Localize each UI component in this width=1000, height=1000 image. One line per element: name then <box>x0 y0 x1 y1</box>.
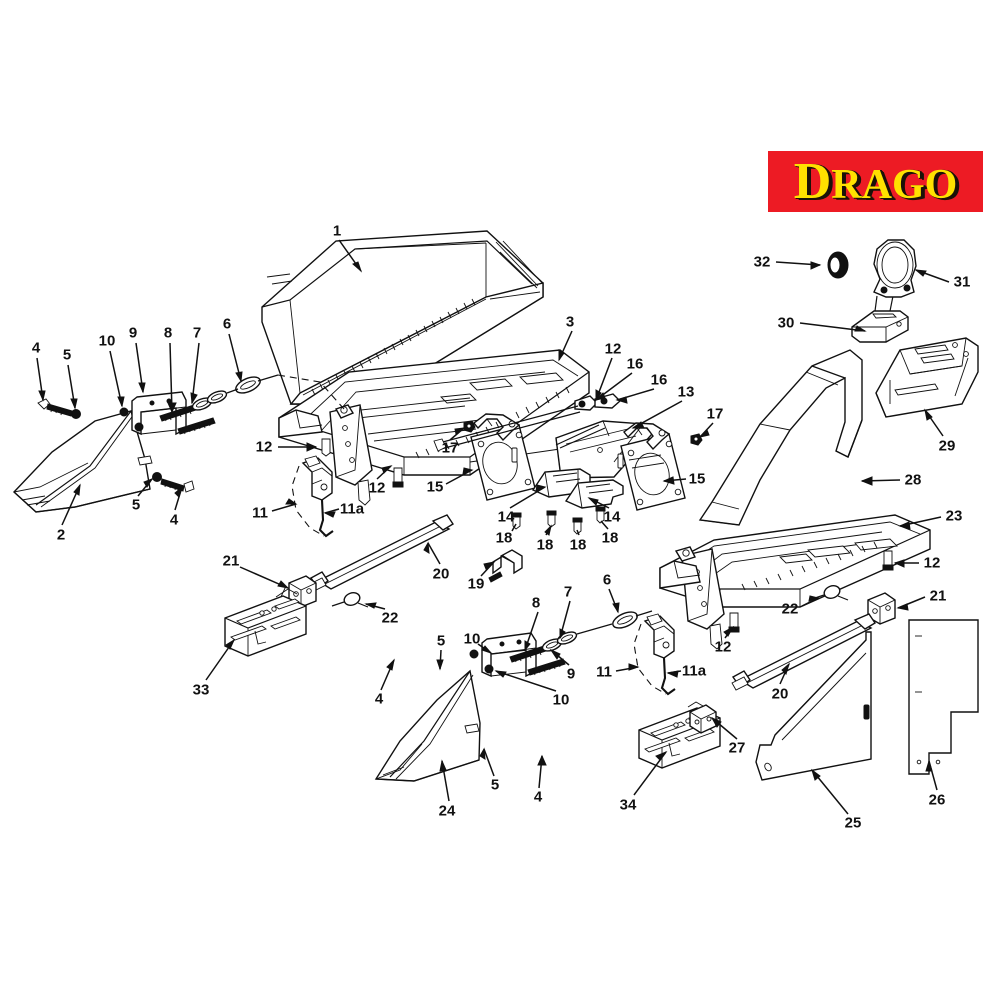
callout-17: 17 <box>441 439 459 457</box>
callout-27: 27 <box>728 739 746 757</box>
part-left-snout-cone <box>12 410 153 513</box>
callout-3: 3 <box>565 313 575 331</box>
callout-19: 19 <box>467 575 485 593</box>
callout-6: 6 <box>602 571 612 589</box>
callout-12: 12 <box>604 340 622 358</box>
part-bearing-insert <box>827 251 849 279</box>
callout-29: 29 <box>938 437 956 455</box>
callout-12: 12 <box>923 554 941 572</box>
part-knife-holder-right <box>564 479 624 509</box>
part-chain-turnbuckle-left <box>159 374 345 435</box>
callout-18: 18 <box>536 536 554 554</box>
fastener-bolts-left-frame <box>321 438 404 488</box>
callout-15: 15 <box>688 470 706 488</box>
callout-9: 9 <box>128 324 138 342</box>
callout-24: 24 <box>438 802 456 820</box>
callout-5: 5 <box>131 496 141 514</box>
callout-2: 2 <box>56 526 66 544</box>
part-pivot-pin-left <box>119 407 144 432</box>
part-panel-clamp <box>687 701 717 734</box>
callout-5: 5 <box>490 776 500 794</box>
callout-6: 6 <box>222 315 232 333</box>
callout-11: 11 <box>596 663 612 681</box>
callout-14: 14 <box>497 508 515 526</box>
part-latch-hook-left <box>291 455 334 538</box>
callout-16: 16 <box>650 371 668 389</box>
callout-12: 12 <box>714 638 732 656</box>
callout-11: 11 <box>252 504 268 522</box>
callout-25: 25 <box>844 814 862 832</box>
part-sensor-mount-plate <box>851 295 909 343</box>
callout-4: 4 <box>169 511 179 529</box>
part-latch-hook-right <box>633 613 676 696</box>
callout-7: 7 <box>192 324 202 342</box>
callout-5: 5 <box>62 346 72 364</box>
part-right-row-unit-frame <box>659 514 931 650</box>
callout-34: 34 <box>619 796 637 814</box>
callout-9: 9 <box>566 665 576 683</box>
callout-30: 30 <box>777 314 795 332</box>
brand-initial: D <box>793 152 832 210</box>
fastener-locknut-right <box>690 433 703 446</box>
brand-rest: RAGO <box>831 161 958 208</box>
drago-brand-logo: DRAGO <box>768 151 983 212</box>
callout-14: 14 <box>603 508 621 526</box>
callout-4: 4 <box>374 690 384 708</box>
callout-4: 4 <box>533 788 543 806</box>
callout-21: 21 <box>929 587 947 605</box>
part-side-panel-lower <box>755 631 872 781</box>
part-u-clip-bracket <box>488 549 523 583</box>
part-side-panel-rear <box>908 619 979 775</box>
callout-12: 12 <box>368 479 386 497</box>
callout-8: 8 <box>163 324 173 342</box>
callout-8: 8 <box>531 594 541 612</box>
callout-32: 32 <box>753 253 771 271</box>
callout-20: 20 <box>432 565 450 583</box>
callout-11a: 11a <box>339 500 365 518</box>
callout-18: 18 <box>495 529 513 547</box>
callout-12: 12 <box>255 438 273 456</box>
callout-11a: 11a <box>681 662 707 680</box>
fastener-group-lower-left <box>152 472 195 493</box>
part-curved-deflector-shield <box>698 349 863 526</box>
callout-18: 18 <box>601 529 619 547</box>
callout-33: 33 <box>192 681 210 699</box>
brand-wordmark: DRAGO <box>793 152 958 210</box>
callout-23: 23 <box>945 507 963 525</box>
callout-18: 18 <box>569 536 587 554</box>
callout-28: 28 <box>904 471 922 489</box>
part-bearing-housing <box>873 239 917 298</box>
callout-22: 22 <box>781 600 799 618</box>
leader-lines <box>36 239 950 815</box>
part-bearing-plate-right <box>617 422 686 511</box>
callout-17: 17 <box>706 405 724 423</box>
callout-10: 10 <box>98 332 116 350</box>
callout-26: 26 <box>928 791 946 809</box>
part-support-rod-right <box>731 613 876 691</box>
part-bearing-plate-left <box>470 413 536 501</box>
callout-10: 10 <box>463 630 481 648</box>
callout-10: 10 <box>552 691 570 709</box>
callout-5: 5 <box>436 632 446 650</box>
part-left-channel-bracket <box>224 588 307 657</box>
part-support-rod-left <box>309 514 454 592</box>
part-right-snout-cone <box>374 669 481 782</box>
part-chain-turnbuckle-right <box>509 610 653 676</box>
callout-16: 16 <box>626 355 644 373</box>
callout-31: 31 <box>953 273 971 291</box>
part-deck-rail-guide <box>875 337 979 418</box>
callout-22: 22 <box>381 609 399 627</box>
callout-7: 7 <box>563 583 573 601</box>
callout-21: 21 <box>222 552 240 570</box>
callout-4: 4 <box>31 339 41 357</box>
part-cotter-pin-left <box>331 592 369 608</box>
fastener-flange-bolts <box>511 506 606 535</box>
callout-20: 20 <box>771 685 789 703</box>
part-right-mount-bracket <box>469 632 537 678</box>
callout-1: 1 <box>332 222 342 240</box>
callout-15: 15 <box>426 478 444 496</box>
callout-13: 13 <box>677 383 695 401</box>
